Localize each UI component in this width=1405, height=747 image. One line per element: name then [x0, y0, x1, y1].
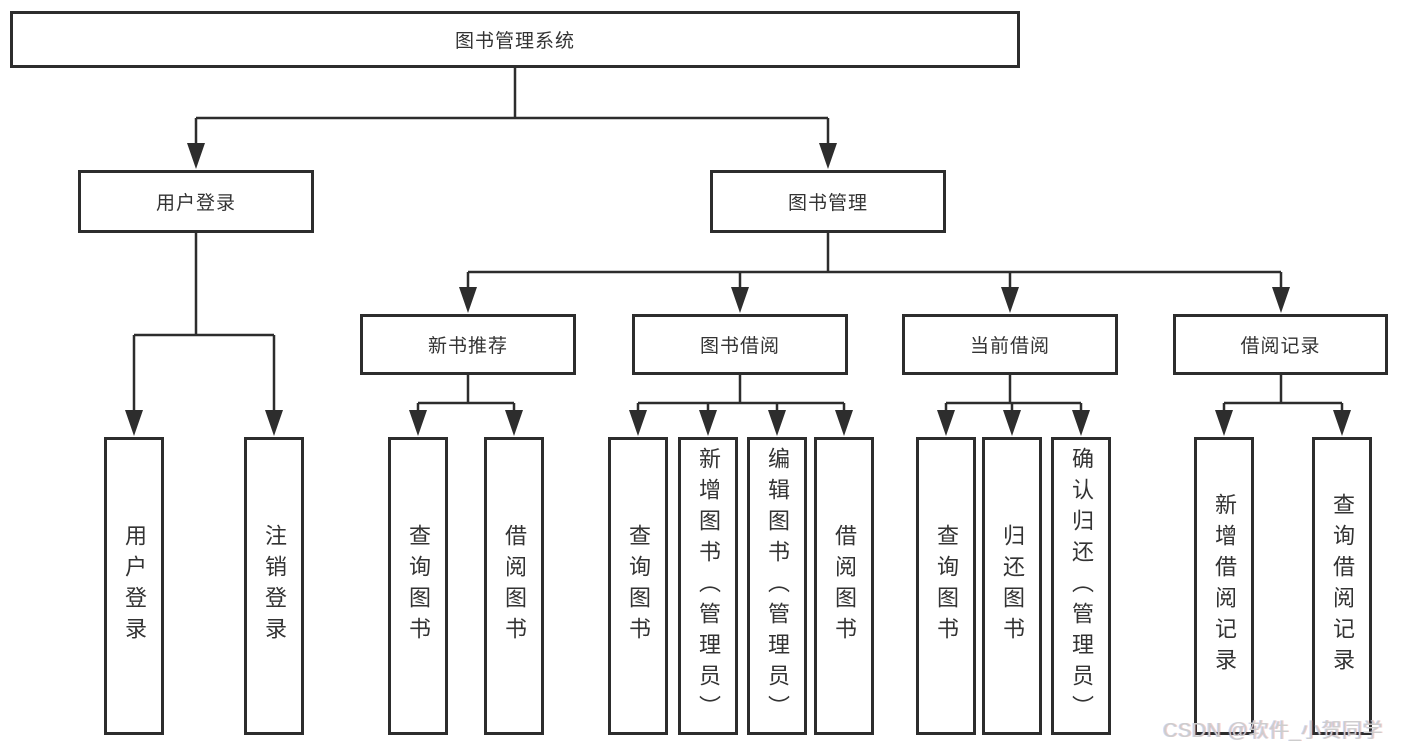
tree-edges — [132, 68, 1344, 414]
leaf-borrowing-borrow-books: 借阅图书 — [814, 437, 874, 735]
node-book-management: 图书管理 — [710, 170, 946, 233]
leaf-records-query-borrow-record: 查询借阅记录 — [1312, 437, 1372, 735]
leaf-current-confirm-return-admin-label: 确认归还（管理员） — [1069, 446, 1094, 726]
leaf-current-query-books: 查询图书 — [916, 437, 976, 735]
node-book-borrowing: 图书借阅 — [632, 314, 848, 375]
node-new-book-recommendation: 新书推荐 — [360, 314, 576, 375]
leaf-borrowing-add-books-admin-label: 新增图书（管理员） — [696, 446, 721, 726]
leaf-borrowing-add-books-admin: 新增图书（管理员） — [678, 437, 738, 735]
csdn-watermark: CSDN @软件_小贺同学 — [1163, 720, 1384, 742]
leaf-logout-label: 注销登录 — [262, 524, 287, 648]
leaf-current-confirm-return-admin: 确认归还（管理员） — [1051, 437, 1111, 735]
leaf-current-query-books-label: 查询图书 — [934, 524, 959, 648]
leaf-current-return-books-label: 归还图书 — [1000, 524, 1025, 648]
leaf-current-return-books: 归还图书 — [982, 437, 1042, 735]
leaf-newbook-borrow-books: 借阅图书 — [484, 437, 544, 735]
leaf-newbook-query-books-label: 查询图书 — [406, 524, 431, 648]
leaf-borrowing-borrow-books-label: 借阅图书 — [832, 524, 857, 648]
node-library-management-system: 图书管理系统 — [10, 11, 1020, 68]
leaf-borrowing-query-books-label: 查询图书 — [626, 524, 651, 648]
leaf-newbook-query-books: 查询图书 — [388, 437, 448, 735]
leaf-logout: 注销登录 — [244, 437, 304, 735]
leaf-records-add-borrow-record: 新增借阅记录 — [1194, 437, 1254, 735]
leaf-borrowing-query-books: 查询图书 — [608, 437, 668, 735]
leaf-records-add-borrow-record-label: 新增借阅记录 — [1212, 493, 1237, 679]
node-user-login: 用户登录 — [78, 170, 314, 233]
leaf-user-login: 用户登录 — [104, 437, 164, 735]
node-current-borrowing: 当前借阅 — [902, 314, 1118, 375]
leaf-newbook-borrow-books-label: 借阅图书 — [502, 524, 527, 648]
leaf-borrowing-edit-books-admin-label: 编辑图书（管理员） — [765, 446, 790, 726]
leaf-user-login-label: 用户登录 — [122, 524, 147, 648]
arrowheads — [125, 143, 1351, 436]
leaf-records-query-borrow-record-label: 查询借阅记录 — [1330, 493, 1355, 679]
node-borrowing-records: 借阅记录 — [1173, 314, 1388, 375]
leaf-borrowing-edit-books-admin: 编辑图书（管理员） — [747, 437, 807, 735]
